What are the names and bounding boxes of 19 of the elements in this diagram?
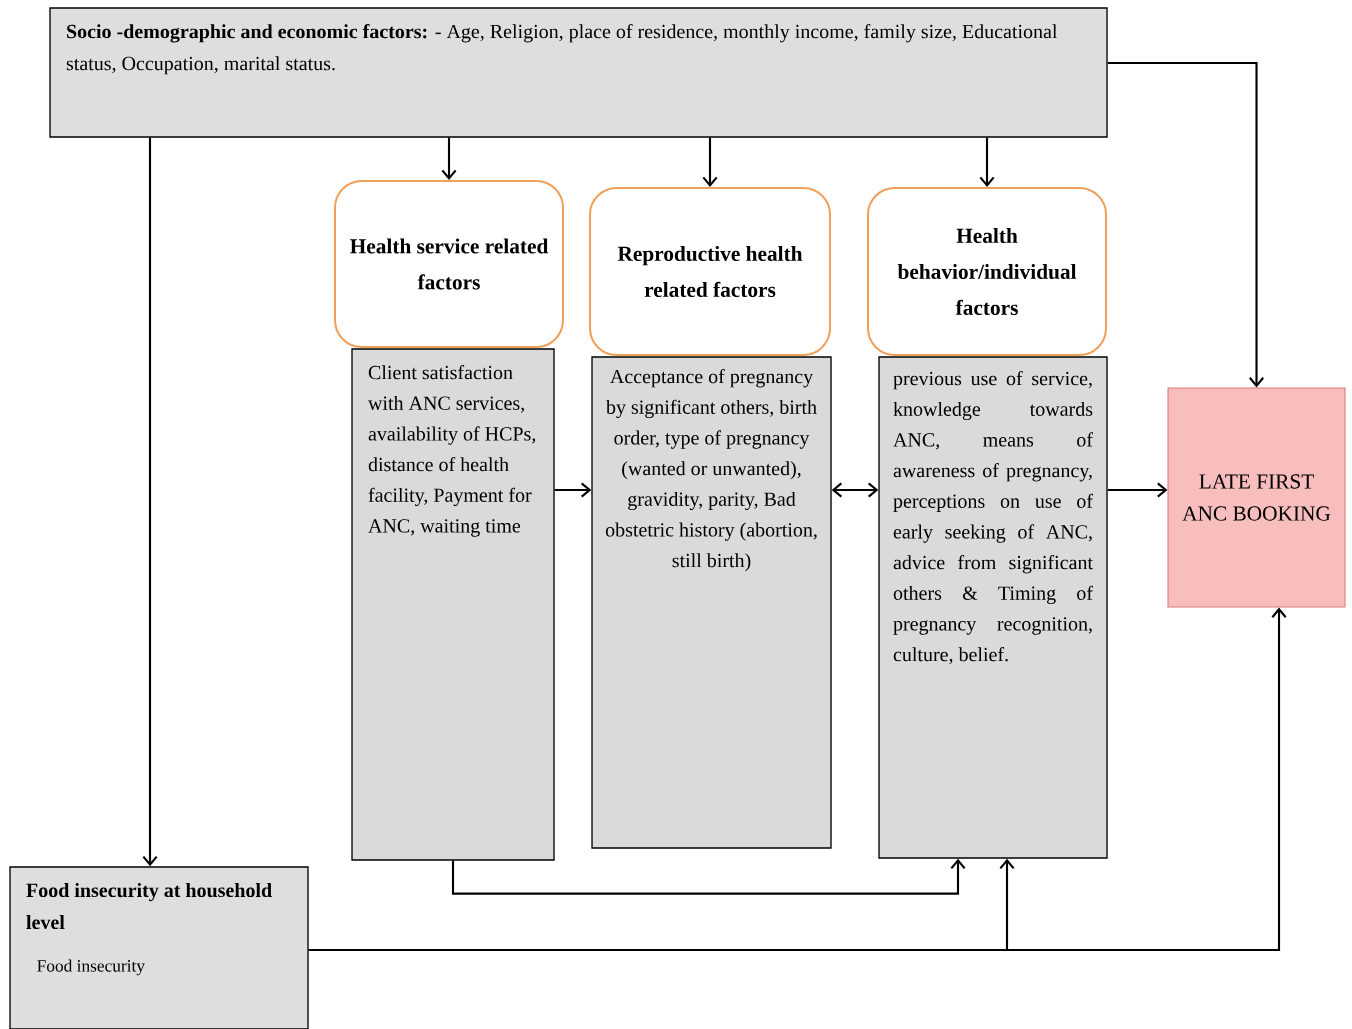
- arrow: [702, 137, 718, 187]
- arrow: [142, 137, 158, 867]
- arrow: [831, 482, 879, 498]
- factor-box: previous use of service, knowledge towards ANC, means of awareness of pregnancy, perceptions on use of early seeking of ANC, advice from significant others & Timing of pregnancy recognition, culture, belief.: [878, 356, 1108, 859]
- arrow: [441, 137, 457, 180]
- arrow: [1107, 482, 1168, 498]
- arrow: [554, 482, 592, 498]
- arrow: [979, 137, 995, 187]
- heading-box: Health behavior/individual factors: [867, 187, 1107, 356]
- factor-box: Acceptance of pregnancy by significant others, birth order, type of pregnancy (wanted or unwanted), gravidity, parity, Bad obstetric history (abortion, still birth): [591, 356, 832, 849]
- heading-box: Health service related factors: [334, 180, 564, 348]
- factor-box: Client satisfaction with ANC services, availability of HCPs, distance of health facility, Payment for ANC, waiting time: [351, 348, 555, 861]
- arrow: [1107, 61, 1264, 388]
- outcome-box: LATE FIRST ANC BOOKING: [1167, 387, 1346, 608]
- factor-box: Socio -demographic and economic factors: - Age, Religion, place of residence, monthly income, family size, Educational status, Occupation, marital status.: [49, 7, 1108, 138]
- arrow: [451, 858, 966, 895]
- factor-box: Food insecurity at household level Food insecurity: [9, 866, 309, 1029]
- heading-box: Reproductive health related factors: [589, 187, 831, 356]
- arrow: [308, 607, 1287, 952]
